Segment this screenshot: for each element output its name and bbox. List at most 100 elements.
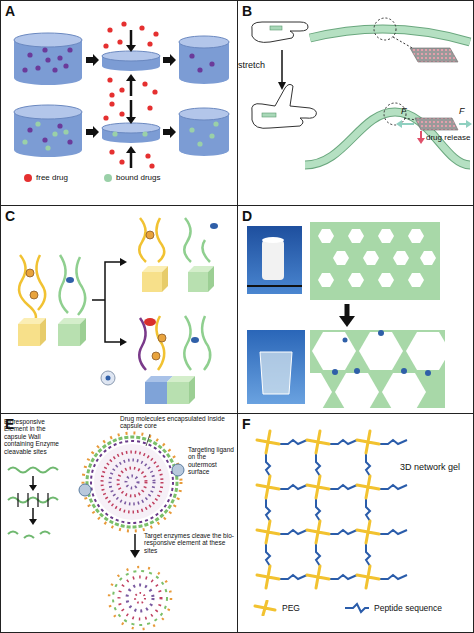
peg-symbol: [255, 601, 275, 615]
peptide-symbol: [345, 604, 369, 612]
purple-drug-dots: [42, 47, 47, 52]
stretch-arrow: [278, 50, 286, 90]
peptide-link: [279, 440, 307, 444]
legend-item: free drug: [24, 173, 68, 182]
purple-drug-dots: [27, 52, 32, 57]
capsule: [113, 571, 167, 625]
hand-outline: [252, 84, 317, 128]
free-drug-dots: [109, 149, 114, 154]
hexagon-gel: [420, 251, 436, 265]
drug-cylinders: [14, 33, 229, 157]
drug-cylinders: [14, 105, 82, 119]
gel-cube: [208, 266, 214, 292]
free-drug-dots: [149, 163, 154, 168]
purple-drug-dots: [45, 57, 50, 62]
purple-drug-dots: [22, 67, 27, 72]
blue-ligand: [210, 223, 218, 229]
bound-drug-dots: [45, 145, 50, 150]
capsule: [135, 593, 145, 603]
purple-drug-dots: [67, 139, 72, 144]
peg-star: [357, 431, 379, 453]
hand-outline: [252, 22, 317, 128]
blue-ligand: [66, 277, 74, 283]
gel-cube: [142, 272, 162, 292]
photo: [260, 352, 292, 394]
bound-drug-dots: [189, 127, 194, 132]
peptide-link: [366, 498, 370, 521]
legend-swatch: [344, 600, 370, 616]
panel-box: C: [0, 205, 238, 414]
down-arrow: [345, 304, 350, 318]
peg-star: [307, 431, 329, 453]
legend-item: bound drugs: [104, 173, 160, 182]
free-drug-dots: [109, 92, 114, 97]
hexagon-gel: [406, 332, 445, 370]
hexagon-gel: [335, 373, 379, 408]
peptide-chain: [40, 532, 50, 535]
free-drug-dots: [147, 41, 152, 46]
peptide-link: [366, 453, 370, 476]
magnify-circle: [393, 37, 414, 49]
capsule: [109, 567, 171, 629]
peptide-link: [316, 453, 320, 476]
peptide-link: [329, 485, 357, 489]
black-arrows: [163, 54, 176, 66]
peptide-chain: [8, 498, 58, 503]
stimulus-circle: [101, 371, 115, 385]
hexagon-gel: [333, 251, 349, 265]
drug-cylinders: [102, 123, 160, 133]
peptide-link: [379, 530, 407, 534]
photo: [247, 226, 305, 404]
hexagon-gel: [393, 251, 409, 265]
peptide-link: [316, 543, 320, 566]
panel-box: D: [237, 205, 474, 414]
panel-letter: B: [242, 3, 252, 19]
polymer-chain: [184, 316, 191, 370]
free-drug-dots: [103, 21, 158, 168]
hexagon-gel: [359, 332, 403, 370]
free-drug-dots: [103, 115, 108, 120]
hexagon-gel: [348, 273, 364, 287]
polymer-chain: [202, 240, 210, 262]
drug-cylinders: [179, 108, 229, 120]
peptide-chain: [8, 532, 18, 535]
microneedle-patch: [410, 48, 458, 62]
hexagon-gel: [401, 368, 407, 374]
capsule: [119, 577, 161, 619]
purple-drug-dots: [63, 63, 68, 68]
black-arrows: [126, 146, 136, 153]
peg-star: [307, 476, 329, 498]
down-arrow: [339, 316, 355, 327]
legend-item: PEG: [252, 600, 300, 616]
peg-star: [257, 566, 279, 588]
bound-drug-dots: [213, 121, 218, 126]
bound-drug-dots: [52, 131, 57, 136]
peptide-link: [379, 575, 407, 579]
crosslinker-knob: [146, 231, 154, 239]
blue-ligand: [66, 223, 218, 343]
bound-drug-dots: [63, 129, 68, 134]
force-arrow: [459, 123, 466, 125]
black-arrows: [126, 117, 136, 124]
black-arrows: [126, 74, 136, 81]
capsule: [83, 433, 181, 629]
gel-cube: [189, 376, 195, 404]
hexagon-gel: [408, 229, 424, 243]
peg-star: [257, 476, 279, 498]
hexagon-gel: [382, 373, 426, 408]
peptide-link: [279, 575, 307, 579]
drug-cylinders: [14, 33, 82, 47]
down-arrow: [130, 550, 140, 558]
peptide-link: [266, 453, 270, 476]
gel-cube: [145, 382, 167, 404]
branch-arrow: [120, 258, 127, 266]
capsule: [91, 441, 173, 523]
capsule: [110, 460, 154, 504]
crosslinker-knob: [26, 231, 166, 360]
capsule: [102, 452, 162, 512]
peptide-link: [379, 485, 407, 489]
hexagon-gel: [363, 251, 379, 265]
legend-text: Peptide sequence: [374, 603, 442, 613]
skin-band: [305, 29, 470, 165]
hexagon-gel: [310, 373, 332, 408]
